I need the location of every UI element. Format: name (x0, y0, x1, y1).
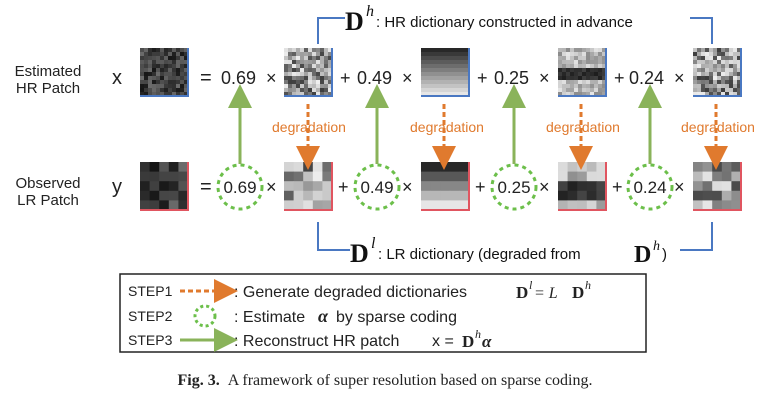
degradation-label-2: degradation (410, 119, 484, 135)
step3-formula-sup: h (475, 327, 481, 341)
dh-text: : HR dictionary constructed in advance (376, 14, 633, 31)
dh-sup: h (366, 3, 374, 20)
lr-patch-0 (140, 162, 189, 211)
lr-dictionary-label: D l : LR dictionary (degraded from D h ) (350, 235, 667, 268)
lr-times-3: × (539, 177, 550, 197)
step1-formula-d2: D (572, 283, 584, 302)
step3-tag: STEP3 (128, 332, 173, 348)
degradation-arrows (296, 104, 728, 170)
lr-coef-4: 0.24 (633, 178, 666, 197)
hr-patch-2 (421, 48, 470, 97)
hr-row-label-line2: HR Patch (16, 80, 80, 97)
dl-text-pre: : LR dictionary (degraded from (378, 246, 581, 263)
hr-coef-2: 0.49 (357, 68, 392, 88)
hr-coef-3: 0.25 (494, 68, 529, 88)
step2-text: : Estimate (234, 309, 305, 326)
step3-formula: x = (432, 333, 454, 350)
hr-dictionary-label: D h : HR dictionary constructed in advan… (345, 3, 633, 36)
caption-fig-label: Fig. 3. (177, 372, 220, 389)
hr-patch-0 (140, 48, 189, 97)
dl-text-post: ) (662, 246, 667, 263)
step3-formula-alpha: α (482, 332, 492, 351)
degradation-label-4: degradation (681, 119, 755, 135)
lr-row-label-line2: LR Patch (17, 192, 79, 209)
step1-text: : Generate degraded dictionaries (234, 284, 467, 301)
step2-circle-icon (193, 304, 217, 328)
degradation-labels: degradation degradation degradation degr… (272, 119, 755, 135)
hr-patch-3 (558, 48, 607, 97)
dl-symbol: D (350, 239, 369, 268)
lr-coef-circle-1: 0.69 (216, 163, 264, 211)
lr-plus-1: + (338, 177, 349, 197)
step3-text: : Reconstruct HR patch (234, 333, 399, 350)
lr-dictionary-bracket (317, 222, 713, 251)
hr-patch-row (140, 48, 742, 97)
caption-text: A framework of super resolution based on… (227, 372, 593, 389)
hr-row-label-line1: Estimated (15, 63, 82, 80)
hr-coef-1: 0.69 (221, 68, 256, 88)
lr-patch-2 (421, 162, 470, 211)
step1-formula-eq: = L (534, 285, 558, 302)
hr-times-4: × (674, 68, 685, 88)
step2-alpha: α (318, 306, 329, 326)
step2-text2: by sparse coding (336, 309, 457, 326)
dl-text-sym: D (634, 242, 651, 268)
hr-equals: = (200, 67, 212, 89)
x-variable: x (112, 67, 122, 89)
step1-formula-sup2: h (585, 278, 591, 292)
lr-coef-circle-4: 0.24 (626, 163, 674, 211)
lr-coef-1: 0.69 (223, 178, 256, 197)
legend-box: STEP1 : Generate degraded dictionaries D… (119, 273, 647, 353)
dh-symbol: D (345, 7, 364, 36)
step1-formula-sup: l (529, 278, 533, 292)
lr-coef-3: 0.25 (497, 178, 530, 197)
figure-caption: Fig. 3. A framework of super resolution b… (0, 372, 770, 390)
green-arrows (228, 84, 662, 164)
degradation-label-1: degradation (272, 119, 346, 135)
step3-formula-d: D (462, 332, 474, 351)
hr-coef-4: 0.24 (629, 68, 664, 88)
lr-plus-3: + (612, 177, 623, 197)
lr-equals: = (200, 176, 212, 198)
hr-patch-1 (284, 48, 333, 97)
dl-text-sup: h (653, 239, 660, 254)
hr-times-3: × (539, 68, 550, 88)
hr-dictionary-bracket (317, 17, 713, 44)
hr-times-1: × (266, 68, 277, 88)
lr-coef-circle-3: 0.25 (490, 163, 538, 211)
lr-row-label-line1: Observed (15, 175, 80, 192)
hr-plus-1: + (340, 68, 351, 88)
y-variable: y (112, 176, 122, 198)
hr-times-2: × (402, 68, 413, 88)
lr-coef-circle-2: 0.49 (353, 163, 401, 211)
step1-tag: STEP1 (128, 283, 173, 299)
hr-patch-4 (693, 48, 742, 97)
lr-plus-2: + (475, 177, 486, 197)
lr-patch-3 (558, 162, 607, 211)
lr-times-2: × (402, 177, 413, 197)
lr-coef-2: 0.49 (360, 178, 393, 197)
dl-sup: l (371, 235, 376, 252)
hr-plus-3: + (614, 68, 625, 88)
lr-times-4: × (674, 177, 685, 197)
hr-plus-2: + (477, 68, 488, 88)
lr-patch-1 (284, 162, 333, 211)
lr-times-1: × (266, 177, 277, 197)
lr-patch-4 (693, 162, 742, 211)
step2-tag: STEP2 (128, 308, 173, 324)
degradation-label-3: degradation (546, 119, 620, 135)
step1-formula-d: D (516, 283, 528, 302)
